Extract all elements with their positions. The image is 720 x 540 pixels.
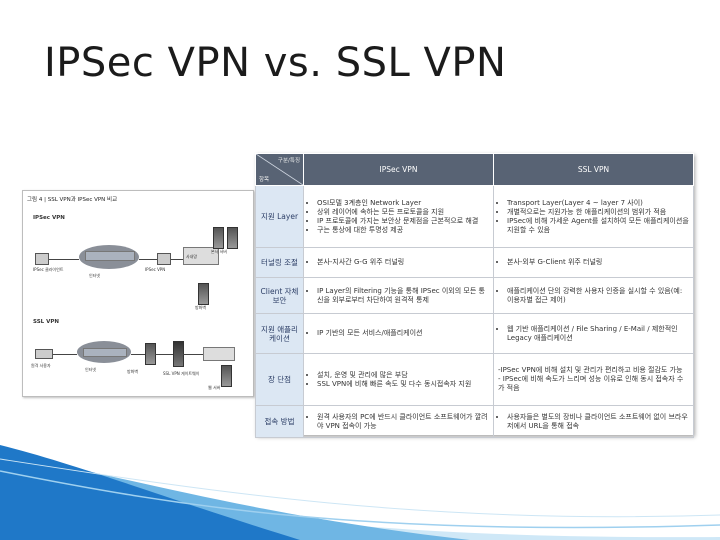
- figure-label: 원격 사용자: [31, 363, 51, 368]
- server-icon: [227, 227, 238, 249]
- row-head: 접속 방법: [255, 405, 304, 438]
- slide-title: IPSec VPN vs. SSL VPN: [44, 40, 507, 86]
- cell-item: 설치, 운영 및 관리에 많은 부담: [317, 371, 489, 380]
- cell-item: IP 기반의 모든 서비스/애플리케이션: [317, 329, 489, 338]
- connection-line: [49, 259, 79, 260]
- ipsec-cell: 설치, 운영 및 관리에 많은 부담 SSL VPN에 비해 빠른 속도 및 다…: [303, 353, 494, 406]
- cell-item: - IPSec에 비해 속도가 느리며 성능 이유로 인해 동시 접속자 수가 …: [498, 375, 684, 392]
- figure-label: 인터넷: [89, 273, 101, 278]
- figure-caption: 그림 4 | SSL VPN과 IPSec VPN 비교: [27, 197, 118, 203]
- decorative-waves: [0, 445, 720, 540]
- cell-item: IP Layer의 Filtering 기능을 통해 IPSec 이외의 모든 …: [317, 287, 489, 305]
- figure-label: SSL VPN 게이트웨이: [163, 371, 200, 376]
- row-head: 지원 Layer: [255, 185, 304, 248]
- ipsec-cell: IP 기반의 모든 서비스/애플리케이션: [303, 313, 494, 354]
- laptop-icon: [35, 349, 53, 359]
- wave-line: [0, 470, 720, 529]
- connection-line: [183, 354, 203, 355]
- row-head: 장 단점: [255, 353, 304, 406]
- diagonal-divider: [256, 154, 303, 185]
- figure-ssl-label: SSL VPN: [33, 319, 59, 325]
- column-header-ipsec: IPSec VPN: [303, 153, 494, 186]
- figure-label: 사내망: [186, 254, 198, 259]
- comparison-table: 구분/특징 항목 IPSec VPN SSL VPN 지원 Layer OSI모…: [255, 153, 694, 438]
- cell-item: 상위 레이어에 속하는 모든 프로토콜을 지원: [317, 208, 489, 217]
- ssl-cell: Transport Layer(Layer 4 ~ layer 7 사이) 개별…: [493, 185, 694, 248]
- ipsec-cell: 원격 사용자의 PC에 반드시 클라이언트 소프트웨어가 깔려야 VPN 접속이…: [303, 405, 494, 438]
- figure-label: IPSec VPN: [145, 267, 166, 272]
- web-server-box: [203, 347, 235, 361]
- ipsec-cell: IP Layer의 Filtering 기능을 통해 IPSec 이외의 모든 …: [303, 277, 494, 314]
- vpn-device-icon: [157, 253, 171, 265]
- row-head: 터널링 조절: [255, 247, 304, 278]
- connection-line: [53, 354, 77, 355]
- intranet-box: [183, 247, 219, 265]
- connection-line: [139, 259, 157, 260]
- wave-dark: [0, 445, 300, 540]
- table-row: 지원 애플리케이션 IP 기반의 모든 서비스/애플리케이션 웹 기반 애플리케…: [255, 313, 694, 354]
- table-header-row: 구분/특징 항목 IPSec VPN SSL VPN: [255, 153, 694, 186]
- table-corner-cell: 구분/특징 항목: [255, 153, 304, 186]
- corner-top-label: 구분/특징: [277, 158, 300, 164]
- cell-item: 웹 기반 애플리케이션 / File Sharing / E-Mail / 제한…: [507, 325, 689, 343]
- corner-bottom-label: 항목: [259, 177, 270, 183]
- cell-item: 개별적으로는 지원가능 한 애플리케이션의 범위가 적음: [507, 208, 689, 217]
- column-header-ssl: SSL VPN: [493, 153, 694, 186]
- server-icon: [221, 365, 232, 387]
- cell-item: 애플리케이션 단의 강력한 사용자 인증을 실시할 수 있음(예: 이용자별 접…: [507, 287, 689, 305]
- cell-item: Transport Layer(Layer 4 ~ layer 7 사이): [507, 199, 689, 208]
- row-head: 지원 애플리케이션: [255, 313, 304, 354]
- ssl-tunnel-icon: [83, 348, 127, 357]
- ipsec-cell: 본사-지사간 G-G 위주 터널링: [303, 247, 494, 278]
- cell-item: 본사-지사간 G-G 위주 터널링: [317, 258, 489, 267]
- vpn-comparison-figure: 그림 4 | SSL VPN과 IPSec VPN 비교 IPSec VPN S…: [22, 190, 254, 397]
- row-head: Client 자체 보안: [255, 277, 304, 314]
- ssl-cell: 애플리케이션 단의 강력한 사용자 인증을 실시할 수 있음(예: 이용자별 접…: [493, 277, 694, 314]
- ssl-cell: 웹 기반 애플리케이션 / File Sharing / E-Mail / 제한…: [493, 313, 694, 354]
- figure-label: 방화벽: [127, 369, 139, 374]
- table-row: 접속 방법 원격 사용자의 PC에 반드시 클라이언트 소프트웨어가 깔려야 V…: [255, 405, 694, 438]
- ipsec-cell: OSI모델 3계층인 Network Layer 상위 레이어에 속하는 모든 …: [303, 185, 494, 248]
- table-row: Client 자체 보안 IP Layer의 Filtering 기능을 통해 …: [255, 277, 694, 314]
- ssl-cell: 본사-외부 G-Client 위주 터널링: [493, 247, 694, 278]
- vpn-tunnel-icon: [85, 251, 135, 261]
- connection-line: [155, 354, 173, 355]
- cell-item: 본사-외부 G-Client 위주 터널링: [507, 258, 689, 267]
- connection-line: [171, 259, 191, 260]
- connection-line: [131, 354, 145, 355]
- cell-item: 사용자들은 별도의 장비나 클라이언트 소프트웨어 없이 브라우저에서 URL을…: [507, 413, 689, 431]
- cell-item: 구는 통상에 대한 투명성 제공: [317, 226, 489, 235]
- figure-label: 인터넷: [85, 367, 97, 372]
- cell-item: 원격 사용자의 PC에 반드시 클라이언트 소프트웨어가 깔려야 VPN 접속이…: [317, 413, 489, 431]
- ssl-cell: 사용자들은 별도의 장비나 클라이언트 소프트웨어 없이 브라우저에서 URL을…: [493, 405, 694, 438]
- figure-label: IPSec 클라이언트: [33, 267, 64, 272]
- wave-line: [0, 458, 720, 518]
- table-row: 지원 Layer OSI모델 3계층인 Network Layer 상위 레이어…: [255, 185, 694, 248]
- cell-item: OSI모델 3계층인 Network Layer: [317, 199, 489, 208]
- server-icon: [213, 227, 224, 249]
- cell-item: IP 프로토콜에 가지는 보안상 문제점을 근본적으로 해결: [317, 217, 489, 226]
- figure-ipsec-label: IPSec VPN: [33, 215, 65, 221]
- client-pc-icon: [35, 253, 49, 265]
- figure-label: 웹 서버: [208, 385, 221, 390]
- cell-item: SSL VPN에 비해 빠른 속도 및 다수 동시접속자 지원: [317, 380, 489, 389]
- firewall-icon: [198, 283, 209, 305]
- comparison-table-container: 구분/특징 항목 IPSec VPN SSL VPN 지원 Layer OSI모…: [255, 153, 694, 438]
- figure-label: 방화벽: [195, 305, 207, 310]
- figure-label: 본사 서버: [211, 249, 227, 254]
- table-row: 터널링 조절 본사-지사간 G-G 위주 터널링 본사-외부 G-Client …: [255, 247, 694, 278]
- ssl-cell: -IPSec VPN에 비해 설치 및 관리가 편리하고 비용 절감도 가능 -…: [493, 353, 694, 406]
- cell-item: -IPSec VPN에 비해 설치 및 관리가 편리하고 비용 절감도 가능: [498, 366, 683, 374]
- table-row: 장 단점 설치, 운영 및 관리에 많은 부담 SSL VPN에 비해 빠른 속…: [255, 353, 694, 406]
- cell-item: IPSec에 비해 가세운 Agent를 설치하여 모든 애플리케이션을 지원할…: [507, 217, 689, 235]
